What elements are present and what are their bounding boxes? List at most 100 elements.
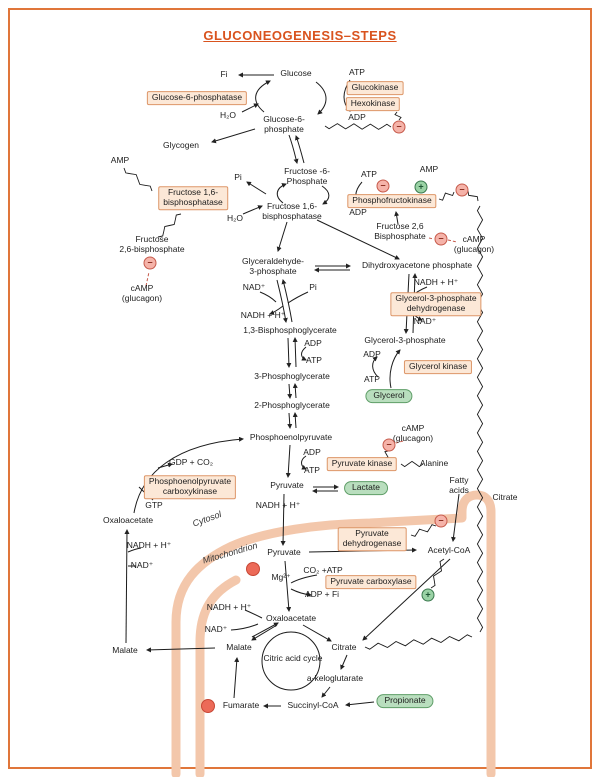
zigzag-line xyxy=(476,205,484,633)
pyruvate-mito: Pyruvate xyxy=(267,547,301,558)
atp-5: ATP xyxy=(304,465,320,476)
glycerol-3-phosphate: Glycerol-3-phosphate xyxy=(364,335,446,346)
nadh-2: NADH + H⁺ xyxy=(240,310,286,321)
inhibit-f26bp-camp-sign: − xyxy=(434,232,448,246)
pyruvate-dehydrogenase: Pyruvate dehydrogenase xyxy=(337,527,407,551)
page-title: GLUCONEOGENESIS–STEPS xyxy=(203,28,397,43)
fructose-26-bisphosphate-left: Fructose 2,6-bisphosphate xyxy=(119,234,185,254)
zigzag-line xyxy=(467,190,479,202)
zigzag-line xyxy=(324,123,392,130)
citric-acid-cycle-label: Citric acid cycle xyxy=(263,653,323,664)
regulation-zigzag-lines xyxy=(123,111,484,650)
fi-label: Fi xyxy=(220,69,228,80)
phosphoenolpyruvate: Phosphoenolpyruvate xyxy=(249,432,333,443)
citrate-right: Citrate xyxy=(492,492,518,503)
nadh-1: NADH + H⁺ xyxy=(413,277,459,288)
fatty-acids: Fatty acids xyxy=(449,475,469,495)
fructose-16-bisphosphatase-enzyme: Fructose 1,6- bisphosphatase xyxy=(158,186,228,210)
transporter-dot-1 xyxy=(246,562,260,576)
glycerol-3-phosphate-dehydrogenase: Glycerol-3-phosphate dehydrogenase xyxy=(390,292,482,316)
camp-glucagon-mid: cAMP (glucagon) xyxy=(392,423,434,443)
h2o-2: H₂O xyxy=(226,213,244,224)
inhibit-pk-camp-sign: − xyxy=(382,438,396,452)
inhibit-fbpase-sign: − xyxy=(143,256,157,270)
atp-1: ATP xyxy=(349,67,365,78)
phosphoglycerate-2: 2-Phosphoglycerate xyxy=(254,400,330,411)
pyruvate-carboxylase: Pyruvate carboxylase xyxy=(325,575,417,589)
zigzag-line xyxy=(400,460,424,468)
nadh-5: NADH + H⁺ xyxy=(206,602,252,613)
inhibit-pfk-atp-sign: − xyxy=(376,179,390,193)
malate-cytosol: Malate xyxy=(112,645,138,656)
atp-3: ATP xyxy=(306,355,322,366)
bisphosphoglycerate-13: 1,3-Bisphosphoglycerate xyxy=(243,325,337,336)
fructose-26-bisphosphate-right: Fructose 2,6 Bisphosphate xyxy=(374,221,426,241)
amp-2: AMP xyxy=(419,164,439,175)
oxaloacetate-cytosol: Oxaloacetate xyxy=(102,515,154,526)
nad-1: NAD⁺ xyxy=(242,282,266,293)
alanine: Alanine xyxy=(419,458,449,469)
glucose-6-phosphate: Glucose-6- phosphate xyxy=(263,114,305,134)
dihydroxyacetone-phosphate: Dihydroxyacetone phosphate xyxy=(361,260,473,271)
inhibit-pdh-sign: − xyxy=(434,514,448,528)
inhibit-hexokinase-sign: − xyxy=(392,120,406,134)
adp-2: ADP xyxy=(349,207,367,218)
activate-pfk-amp-sign: + xyxy=(414,180,428,194)
zigzag-line xyxy=(123,167,153,192)
glucose: Glucose xyxy=(280,68,312,79)
citric-acid-cycle-circle xyxy=(261,631,321,691)
oxaloacetate-mito: Oxaloacetate xyxy=(265,613,317,624)
glycogen: Glycogen xyxy=(163,140,199,151)
zigzag-line xyxy=(430,558,445,589)
nad-4: NAD⁺ xyxy=(204,624,228,635)
nadh-4: NADH + H⁺ xyxy=(126,540,172,551)
gtp: GTP xyxy=(145,500,163,511)
activate-pc-sign: + xyxy=(421,588,435,602)
zigzag-line xyxy=(438,191,455,201)
adp-1: ADP xyxy=(348,112,366,123)
glucose-6-phosphatase: Glucose-6-phosphatase xyxy=(146,91,248,105)
pyruvate-cytosol: Pyruvate xyxy=(270,480,304,491)
phosphofructokinase: Phosphofructokinase xyxy=(347,194,437,208)
amp-1: AMP xyxy=(110,155,130,166)
adp-fi: ADP + Fi xyxy=(304,589,340,600)
glyceraldehyde-3-phosphate: Glyceraldehyde- 3-phosphate xyxy=(242,256,304,276)
zigzag-line xyxy=(157,213,182,238)
co2-atp: CO₂ +ATP xyxy=(303,565,343,576)
cytosol-label: Cytosol xyxy=(191,509,223,529)
citrate-mito: Citrate xyxy=(331,642,357,653)
glucokinase: Glucokinase xyxy=(346,81,404,95)
alpha-ketoglutarate: a-keloglutarate xyxy=(306,673,364,684)
nadh-3: NADH + H⁺ xyxy=(255,500,301,511)
mg-ion: Mg²⁺ xyxy=(271,572,291,583)
lactate: Lactate xyxy=(344,481,388,495)
adp-4: ADP xyxy=(363,349,381,360)
hexokinase: Hexokinase xyxy=(345,97,401,111)
phosphoglycerate-3: 3-Phosphoglycerate xyxy=(254,371,330,382)
camp-glucagon-right: cAMP (glucagon) xyxy=(453,234,495,254)
glycerol: Glycerol xyxy=(365,389,413,403)
zigzag-line xyxy=(364,634,473,650)
malate-mito: Malate xyxy=(226,642,252,653)
pepck: Phosphoenolpyruvate carboxykinase xyxy=(143,475,237,499)
glycerol-kinase: Glycerol kinase xyxy=(403,360,473,374)
h2o-1: H₂O xyxy=(219,110,237,121)
acetyl-coa: Acetyl-CoA xyxy=(427,545,471,556)
succinyl-coa: Succinyl-CoA xyxy=(287,700,339,711)
atp-4: ATP xyxy=(364,374,380,385)
fructose-16-bisphosphate: Fructose 1,6- bisphosphatase xyxy=(262,201,322,221)
camp-glucagon-left: cAMP (glucagon) xyxy=(121,283,163,303)
inhibit-pfk-citrate-sign: − xyxy=(455,183,469,197)
zigzag-line xyxy=(410,524,437,537)
atp-2: ATP xyxy=(361,169,377,180)
camp-dashed-lines xyxy=(145,237,458,444)
fumarate: Fumarate xyxy=(222,700,260,711)
gdp-co2: GDP + CO₂ xyxy=(168,457,214,468)
zigzag-line xyxy=(394,111,402,121)
pi-1: Pi xyxy=(234,172,242,183)
nad-3: NAD⁺ xyxy=(130,560,154,571)
propionate: Propionate xyxy=(376,694,434,708)
